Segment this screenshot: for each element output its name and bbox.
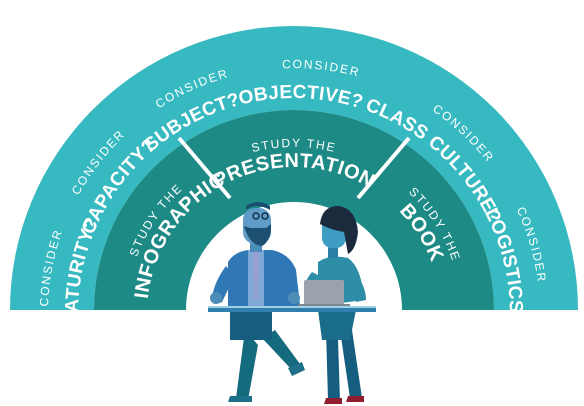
laptop xyxy=(298,280,350,308)
outer-ring xyxy=(10,26,578,310)
inner-ring xyxy=(94,110,494,310)
segment-divider-left xyxy=(177,136,232,200)
people-illustration xyxy=(208,202,376,404)
man-figure xyxy=(210,202,305,402)
table xyxy=(208,306,376,312)
segment-divider-right xyxy=(356,136,411,200)
woman-figure xyxy=(304,206,366,404)
svg-text:STUDY THE: STUDY THE xyxy=(250,136,338,155)
study-prefix-presentation: STUDY THE xyxy=(250,136,336,155)
